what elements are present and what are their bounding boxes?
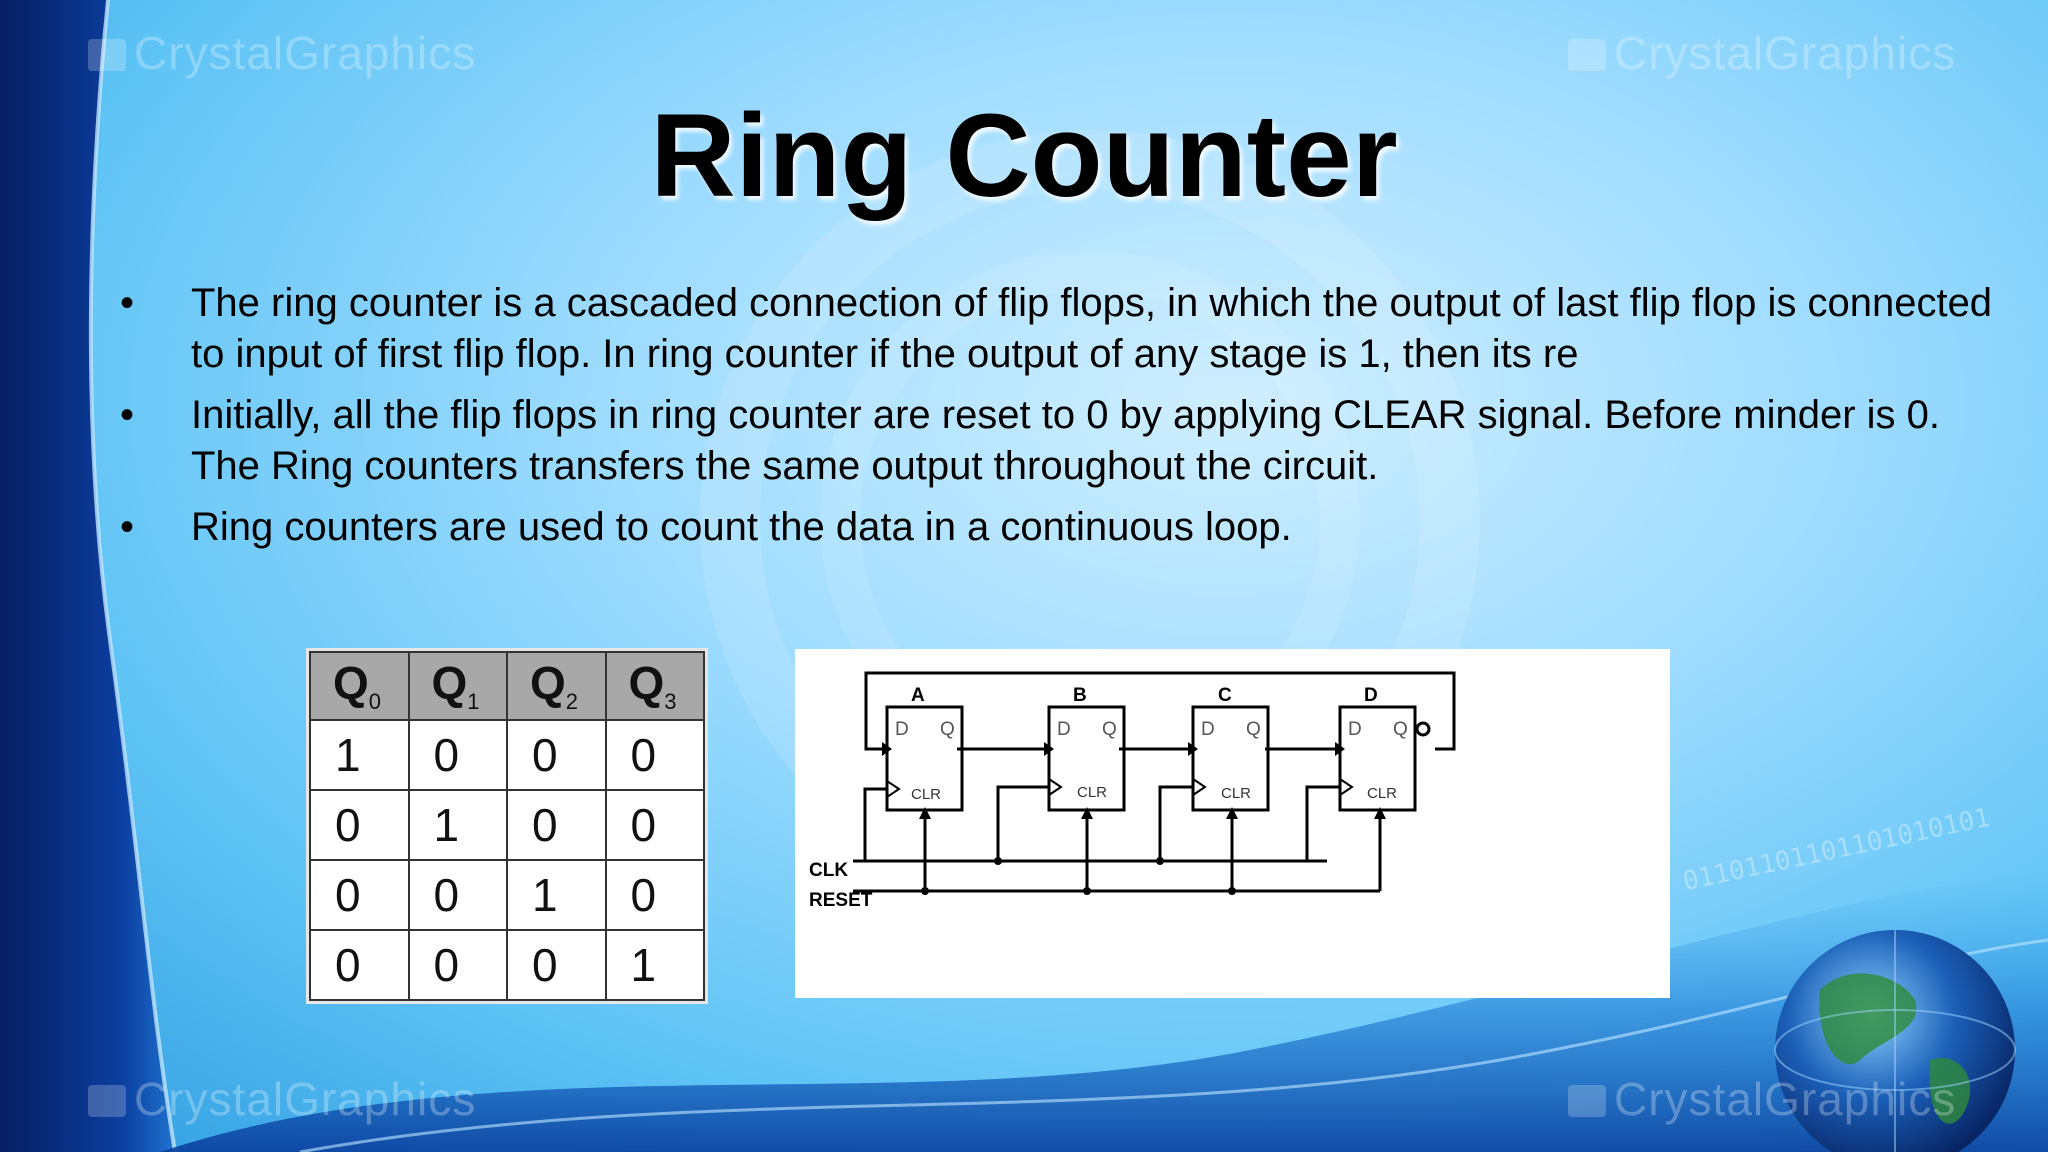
left-swoosh [0,0,175,1152]
table-header-row: Q0 Q1 Q2 Q3 [309,651,705,721]
watermark-top-left: CrystalGraphics [88,26,476,80]
slide-title: Ring Counter [650,90,1398,222]
flip-flop-c-name: C [1218,685,1232,706]
truth-table: Q0 Q1 Q2 Q3 1 0 0 0 0 1 0 0 0 0 1 [309,651,705,1001]
flip-flop-b-name: B [1073,685,1087,706]
table-cell: 0 [604,789,705,861]
crystalgraphics-logo-icon [88,39,126,71]
watermark-top-right: CrystalGraphics [1568,26,1956,80]
ring-counter-circuit-diagram: A B C D D Q D Q D Q D Q CLR CLR CLR CLR … [795,649,1670,998]
svg-text:D: D [1348,719,1362,740]
svg-text:Q: Q [1393,719,1408,740]
flip-flop-d-name: D [1364,685,1378,706]
bullet-item: • Initially, all the flip flops in ring c… [120,390,2000,492]
table-cell: 0 [309,859,410,931]
table-header-cell: Q0 [309,651,410,721]
table-cell: 0 [506,719,607,791]
bullet-marker: • [120,281,135,325]
watermark-bottom-right: CrystalGraphics [1568,1072,1956,1126]
bullet-list: • The ring counter is a cascaded connecti… [120,278,2000,563]
svg-text:Q: Q [1102,719,1117,740]
table-cell: 0 [604,859,705,931]
table-cell: 1 [506,859,607,931]
bullet-text: The ring counter is a cascaded connectio… [191,281,1993,376]
table-cell: 0 [506,929,607,1001]
table-cell: 0 [604,719,705,791]
svg-text:D: D [895,719,909,740]
flip-flop-d [1338,705,1417,812]
table-header-cell: Q2 [506,651,607,721]
table-cell: 0 [506,789,607,861]
bullet-text: Ring counters are used to count the data… [191,505,1292,549]
table-row: 0 0 1 0 [309,859,705,931]
watermark-bottom-left: CrystalGraphics [88,1072,476,1126]
table-cell: 0 [309,929,410,1001]
table-row: 0 0 0 1 [309,929,705,1001]
bullet-item: • The ring counter is a cascaded connecti… [120,278,2000,380]
crystalgraphics-logo-icon [1568,39,1606,71]
svg-text:Q: Q [940,719,955,740]
bottom-wave [160,870,2048,1152]
svg-text:CLR: CLR [1367,785,1397,802]
bullet-marker: • [120,393,135,437]
table-cell: 0 [407,719,508,791]
bullet-marker: • [120,505,135,549]
svg-text:CLR: CLR [911,786,941,803]
crystalgraphics-logo-icon [1568,1085,1606,1117]
table-cell: 0 [407,929,508,1001]
table-cell: 0 [309,789,410,861]
table-row: 0 1 0 0 [309,789,705,861]
feedback-wire [864,671,1456,751]
svg-text:Q: Q [1246,719,1261,740]
table-cell: 1 [309,719,410,791]
table-cell: 1 [604,929,705,1001]
reset-label: RESET [809,890,873,911]
svg-text:D: D [1201,719,1215,740]
clk-label: CLK [809,860,848,881]
flip-flop-a-name: A [911,685,925,706]
bullet-text: Initially, all the flip flops in ring co… [191,393,1941,488]
table-cell: 1 [407,789,508,861]
svg-text:D: D [1057,719,1071,740]
bullet-item: • Ring counters are used to count the dat… [120,502,2000,553]
svg-text:CLR: CLR [1077,784,1107,801]
inverted-output-bubble [1415,721,1431,737]
table-header-cell: Q1 [407,651,508,721]
table-cell: 0 [407,859,508,931]
crystalgraphics-logo-icon [88,1085,126,1117]
table-header-cell: Q3 [604,651,705,721]
table-row: 1 0 0 0 [309,719,705,791]
svg-text:CLR: CLR [1221,785,1251,802]
